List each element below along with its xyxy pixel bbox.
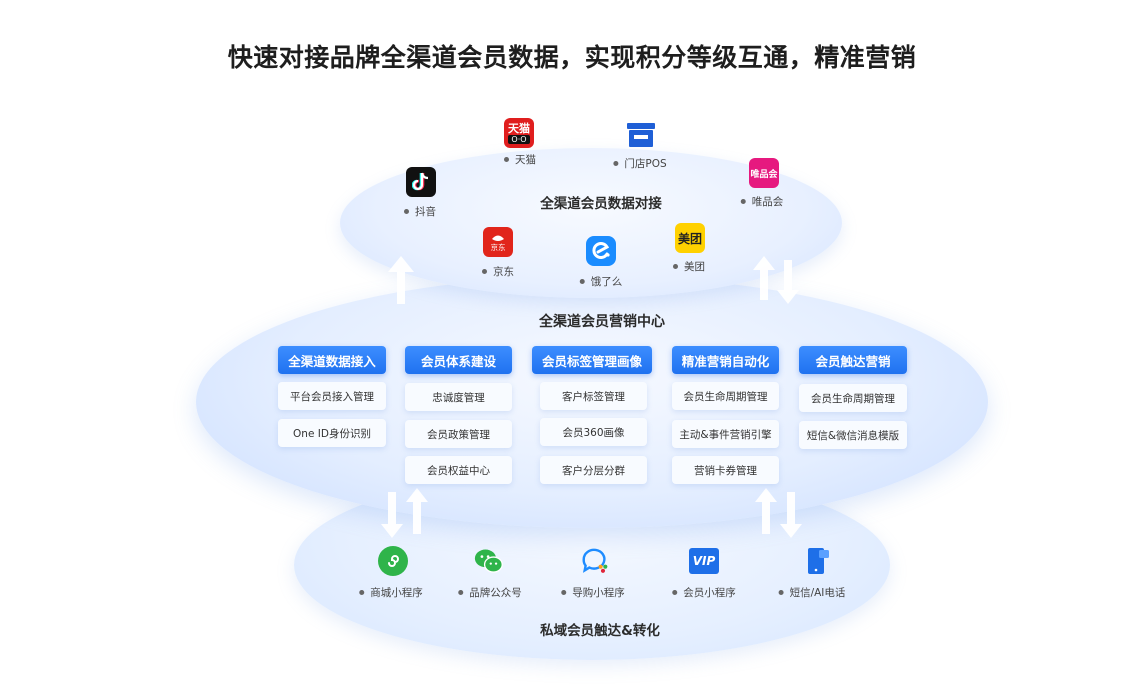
eleme-icon bbox=[586, 236, 616, 266]
vip-shop-icon: 唯品会 bbox=[749, 158, 779, 188]
vipshop-badge-text: 唯品会 bbox=[750, 169, 778, 180]
column-item: 会员生命周期管理 bbox=[672, 382, 779, 410]
column-item: 短信&微信消息模版 bbox=[799, 421, 907, 449]
bottom-layer-title: 私域会员触达&转化 bbox=[540, 623, 660, 639]
store-pos-icon bbox=[626, 120, 656, 150]
channel-label-sms-ai-phone: 短信/AI电话 bbox=[779, 585, 846, 600]
jd-badge-text: 京东 bbox=[490, 242, 506, 252]
meituan-icon: 美团 bbox=[675, 223, 705, 253]
column-header-data-access: 全渠道数据接入 bbox=[278, 346, 386, 374]
platform-label-douyin: 抖音 bbox=[404, 204, 436, 219]
column-header-marketing-automation: 精准营销自动化 bbox=[672, 346, 779, 374]
column-item: 主动&事件营销引擎 bbox=[672, 420, 779, 448]
column-item: 会员政策管理 bbox=[405, 420, 512, 448]
sms-phone-icon bbox=[803, 546, 833, 576]
column-item: One ID身份识别 bbox=[278, 419, 386, 447]
channel-label-mall-mini: 商城小程序 bbox=[359, 585, 423, 600]
channel-label-guide-mini: 导购小程序 bbox=[561, 585, 625, 600]
top-layer-title: 全渠道会员数据对接 bbox=[540, 196, 662, 212]
platform-label-vipshop: 唯品会 bbox=[741, 194, 784, 209]
column-header-membership-system: 会员体系建设 bbox=[405, 346, 512, 374]
column-item: 营销卡券管理 bbox=[672, 456, 779, 484]
bidirectional-arrow-icon bbox=[753, 256, 799, 304]
middle-layer-title: 全渠道会员营销中心 bbox=[539, 314, 665, 330]
vip-badge-text: VIP bbox=[692, 554, 716, 568]
column-item: 平台会员接入管理 bbox=[278, 382, 386, 410]
vip-member-icon: VIP bbox=[689, 548, 719, 574]
platform-label-tmall: 天猫 bbox=[504, 152, 536, 167]
channel-label-member-mini: 会员小程序 bbox=[672, 585, 736, 600]
platform-label-meituan: 美团 bbox=[673, 259, 705, 274]
tmall-badge-sub: O·O bbox=[508, 134, 530, 144]
column-item: 客户标签管理 bbox=[540, 382, 647, 410]
guide-chat-icon bbox=[580, 546, 610, 576]
column-item: 会员权益中心 bbox=[405, 456, 512, 484]
column-header-member-tags: 会员标签管理画像 bbox=[532, 346, 652, 374]
douyin-icon bbox=[406, 167, 436, 197]
platform-label-jd: 京东 bbox=[482, 264, 514, 279]
column-item: 忠诚度管理 bbox=[405, 383, 512, 411]
platform-label-store-pos: 门店POS bbox=[613, 156, 666, 171]
platform-label-eleme: 饿了么 bbox=[580, 274, 623, 289]
jd-icon: 京东 bbox=[483, 227, 513, 257]
wechat-icon bbox=[474, 546, 504, 576]
bidirectional-arrow-icon bbox=[381, 488, 428, 538]
column-item: 客户分层分群 bbox=[540, 456, 647, 484]
up-arrow-icon bbox=[388, 256, 414, 304]
mini-program-icon bbox=[378, 546, 408, 576]
meituan-badge-text: 美团 bbox=[677, 231, 702, 246]
tmall-icon: 天猫 O·O bbox=[504, 118, 534, 148]
bidirectional-arrow-icon bbox=[755, 488, 802, 538]
column-item: 会员360画像 bbox=[540, 418, 647, 446]
tmall-badge-text: 天猫 bbox=[508, 121, 530, 135]
page-title: 快速对接品牌全渠道会员数据，实现积分等级互通，精准营销 bbox=[227, 43, 917, 72]
column-item: 会员生命周期管理 bbox=[799, 384, 907, 412]
channel-label-official-account: 品牌公众号 bbox=[458, 585, 522, 600]
column-header-member-reach: 会员触达营销 bbox=[799, 346, 907, 374]
